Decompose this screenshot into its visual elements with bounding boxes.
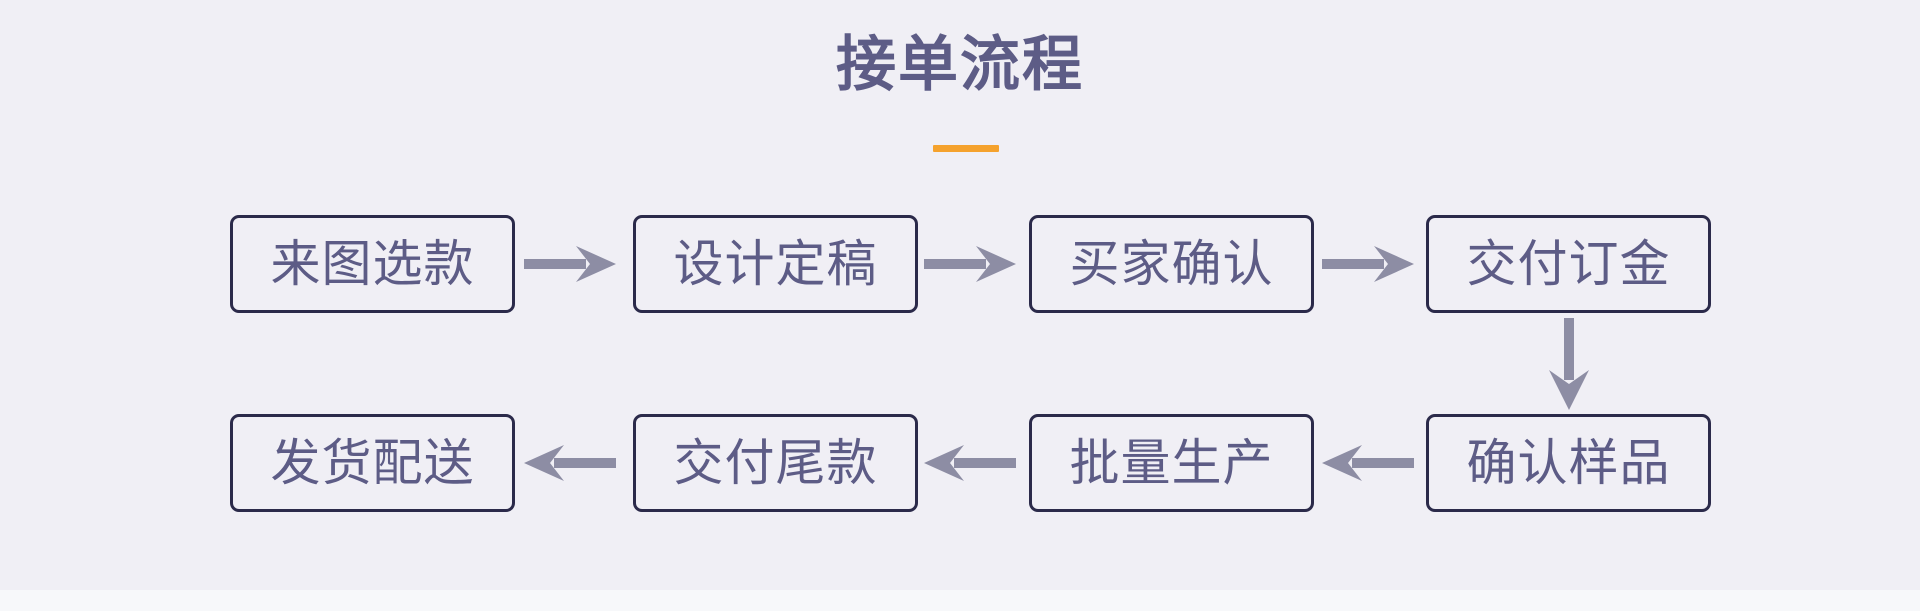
- flow-node-step-7[interactable]: 交付尾款: [633, 414, 918, 512]
- flow-node-step-1[interactable]: 来图选款: [230, 215, 515, 313]
- page-title: 接单流程: [836, 32, 1084, 98]
- arrow-left-icon: [924, 441, 1016, 485]
- flow-node-step-3[interactable]: 买家确认: [1029, 215, 1314, 313]
- arrow-down-icon: [1544, 318, 1594, 410]
- flow-node-step-6[interactable]: 批量生产: [1029, 414, 1314, 512]
- arrow-right-icon: [1322, 242, 1414, 286]
- flow-node-step-5[interactable]: 确认样品: [1426, 414, 1711, 512]
- arrow-right-icon: [524, 242, 616, 286]
- flow-node-step-8[interactable]: 发货配送: [230, 414, 515, 512]
- page-title-wrap: 接单流程: [0, 34, 1920, 97]
- bottom-band: [0, 590, 1920, 611]
- flow-node-step-2[interactable]: 设计定稿: [633, 215, 918, 313]
- arrow-right-icon: [924, 242, 1016, 286]
- arrow-left-icon: [1322, 441, 1414, 485]
- arrow-left-icon: [524, 441, 616, 485]
- flow-node-step-4[interactable]: 交付订金: [1426, 215, 1711, 313]
- title-accent-rule: [933, 145, 999, 152]
